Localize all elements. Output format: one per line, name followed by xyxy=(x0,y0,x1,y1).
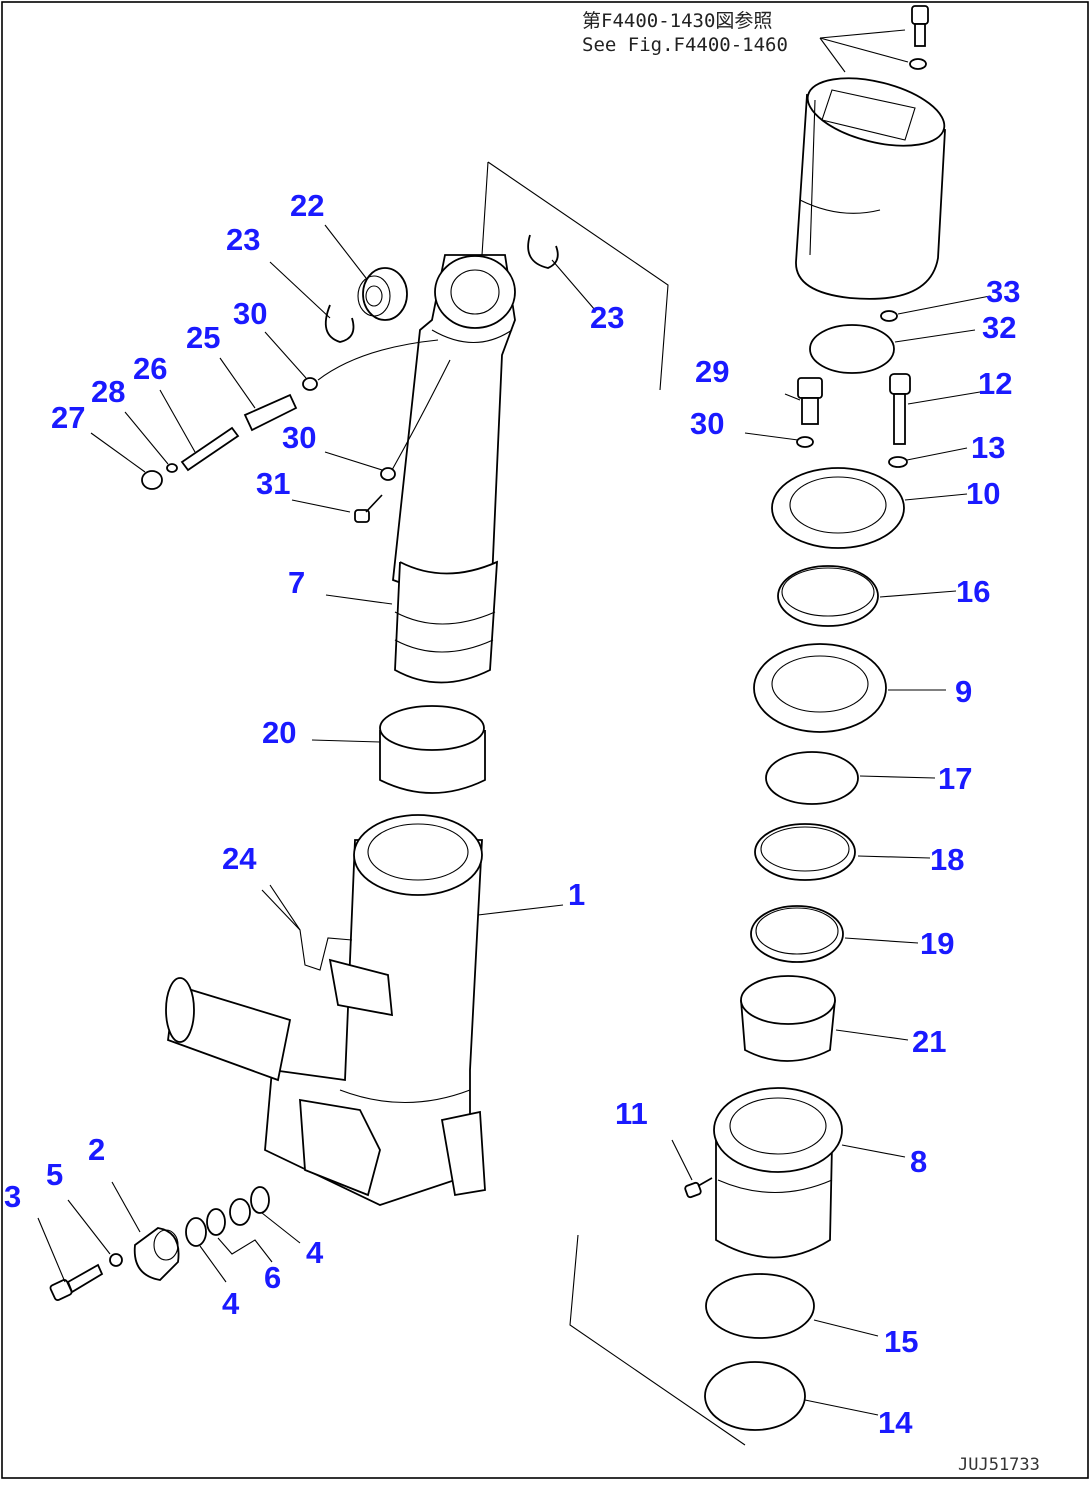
callout-25: 25 xyxy=(186,320,220,355)
washer-30-right xyxy=(796,436,814,448)
hose-26 xyxy=(180,426,240,472)
callout-2: 2 xyxy=(88,1132,105,1167)
callout-18: 18 xyxy=(930,842,964,877)
callout-8: 8 xyxy=(910,1144,927,1179)
reference-leader xyxy=(819,29,906,39)
callout-31: 31 xyxy=(256,466,290,501)
reference-note-line2: See Fig.F4400-1460 xyxy=(582,34,788,56)
seal-15 xyxy=(705,1273,815,1339)
callout-13: 13 xyxy=(971,430,1005,465)
callout-30-right: 30 xyxy=(690,406,724,441)
callout-28: 28 xyxy=(91,374,125,409)
callout-11: 11 xyxy=(615,1096,648,1131)
ring-19 xyxy=(750,905,844,963)
callout-23-left: 23 xyxy=(226,222,260,257)
grease-tube xyxy=(391,359,451,471)
kingpin-7 xyxy=(392,254,516,684)
drawing-code: JUJ51733 xyxy=(958,1455,1040,1475)
callout-7: 7 xyxy=(288,565,305,600)
leader-lines xyxy=(37,224,991,1416)
seal-4-right xyxy=(250,1186,270,1214)
assembly-bracket-line xyxy=(481,161,489,256)
washer-30-lower xyxy=(380,467,396,481)
snap-ring-23-right xyxy=(527,234,559,269)
bracket-24 xyxy=(269,884,353,971)
callout-4-upper: 4 xyxy=(306,1235,324,1270)
bushing-21 xyxy=(740,975,836,1062)
callout-17: 17 xyxy=(938,761,972,796)
washer-33 xyxy=(880,310,898,322)
bearing-22 xyxy=(357,267,408,321)
callout-19: 19 xyxy=(920,926,954,961)
seal-6a xyxy=(206,1208,226,1236)
callout-20: 20 xyxy=(262,715,296,750)
assembly-bracket-line xyxy=(487,161,669,391)
fitting-25 xyxy=(243,393,298,432)
washer-28 xyxy=(166,463,178,473)
callout-22: 22 xyxy=(290,188,324,223)
ring-18 xyxy=(754,823,856,881)
cap-2 xyxy=(133,1227,180,1281)
grease-tube xyxy=(317,339,439,381)
callout-30-upper: 30 xyxy=(233,296,267,331)
cover-housing xyxy=(795,77,946,300)
callout-4-lower: 4 xyxy=(222,1286,240,1321)
washer-13 xyxy=(888,456,908,468)
nipple-27 xyxy=(141,470,163,490)
housing-8 xyxy=(713,1087,843,1259)
callout-32: 32 xyxy=(982,310,1016,345)
knuckle-body-1 xyxy=(165,814,486,1206)
bolt-31 xyxy=(354,494,383,523)
callout-26: 26 xyxy=(133,351,167,386)
callout-1: 1 xyxy=(568,877,585,912)
plug-29 xyxy=(797,377,823,425)
reference-note-line1: 第F4400-1430図参照 xyxy=(582,10,772,32)
bolt-12 xyxy=(889,373,911,445)
reference-leader xyxy=(819,37,846,73)
washer-5 xyxy=(109,1253,123,1267)
callout-33: 33 xyxy=(986,274,1020,309)
seal-6b xyxy=(229,1198,251,1226)
callout-14: 14 xyxy=(878,1405,913,1440)
callout-5: 5 xyxy=(46,1157,63,1192)
callout-30-lower: 30 xyxy=(282,420,316,455)
callout-21: 21 xyxy=(912,1024,946,1059)
bolt-11 xyxy=(684,1177,713,1199)
callout-9: 9 xyxy=(955,674,972,709)
flange-10 xyxy=(771,467,905,549)
seal-14 xyxy=(704,1361,806,1431)
plate-9 xyxy=(753,643,887,733)
assembly-bracket-line xyxy=(569,1234,746,1446)
callout-3: 3 xyxy=(4,1179,21,1214)
callout-23-right: 23 xyxy=(590,300,624,335)
snap-ring-23-left xyxy=(324,304,355,343)
bolt-3 xyxy=(49,1263,104,1301)
callout-29: 29 xyxy=(695,354,729,389)
callout-24: 24 xyxy=(222,841,257,876)
seal-17 xyxy=(765,751,859,805)
seal-4-left xyxy=(185,1217,207,1247)
callout-16: 16 xyxy=(956,574,990,609)
bushing-20 xyxy=(379,705,486,794)
callout-15: 15 xyxy=(884,1324,918,1359)
reference-leader xyxy=(819,37,909,63)
callout-12: 12 xyxy=(978,366,1012,401)
washer-30-upper xyxy=(302,377,318,391)
cover-bolt xyxy=(909,5,929,70)
o-ring-32 xyxy=(809,324,895,374)
callout-10: 10 xyxy=(966,476,1000,511)
callout-27: 27 xyxy=(51,400,85,435)
ring-16 xyxy=(777,565,879,627)
callout-6: 6 xyxy=(264,1260,281,1295)
